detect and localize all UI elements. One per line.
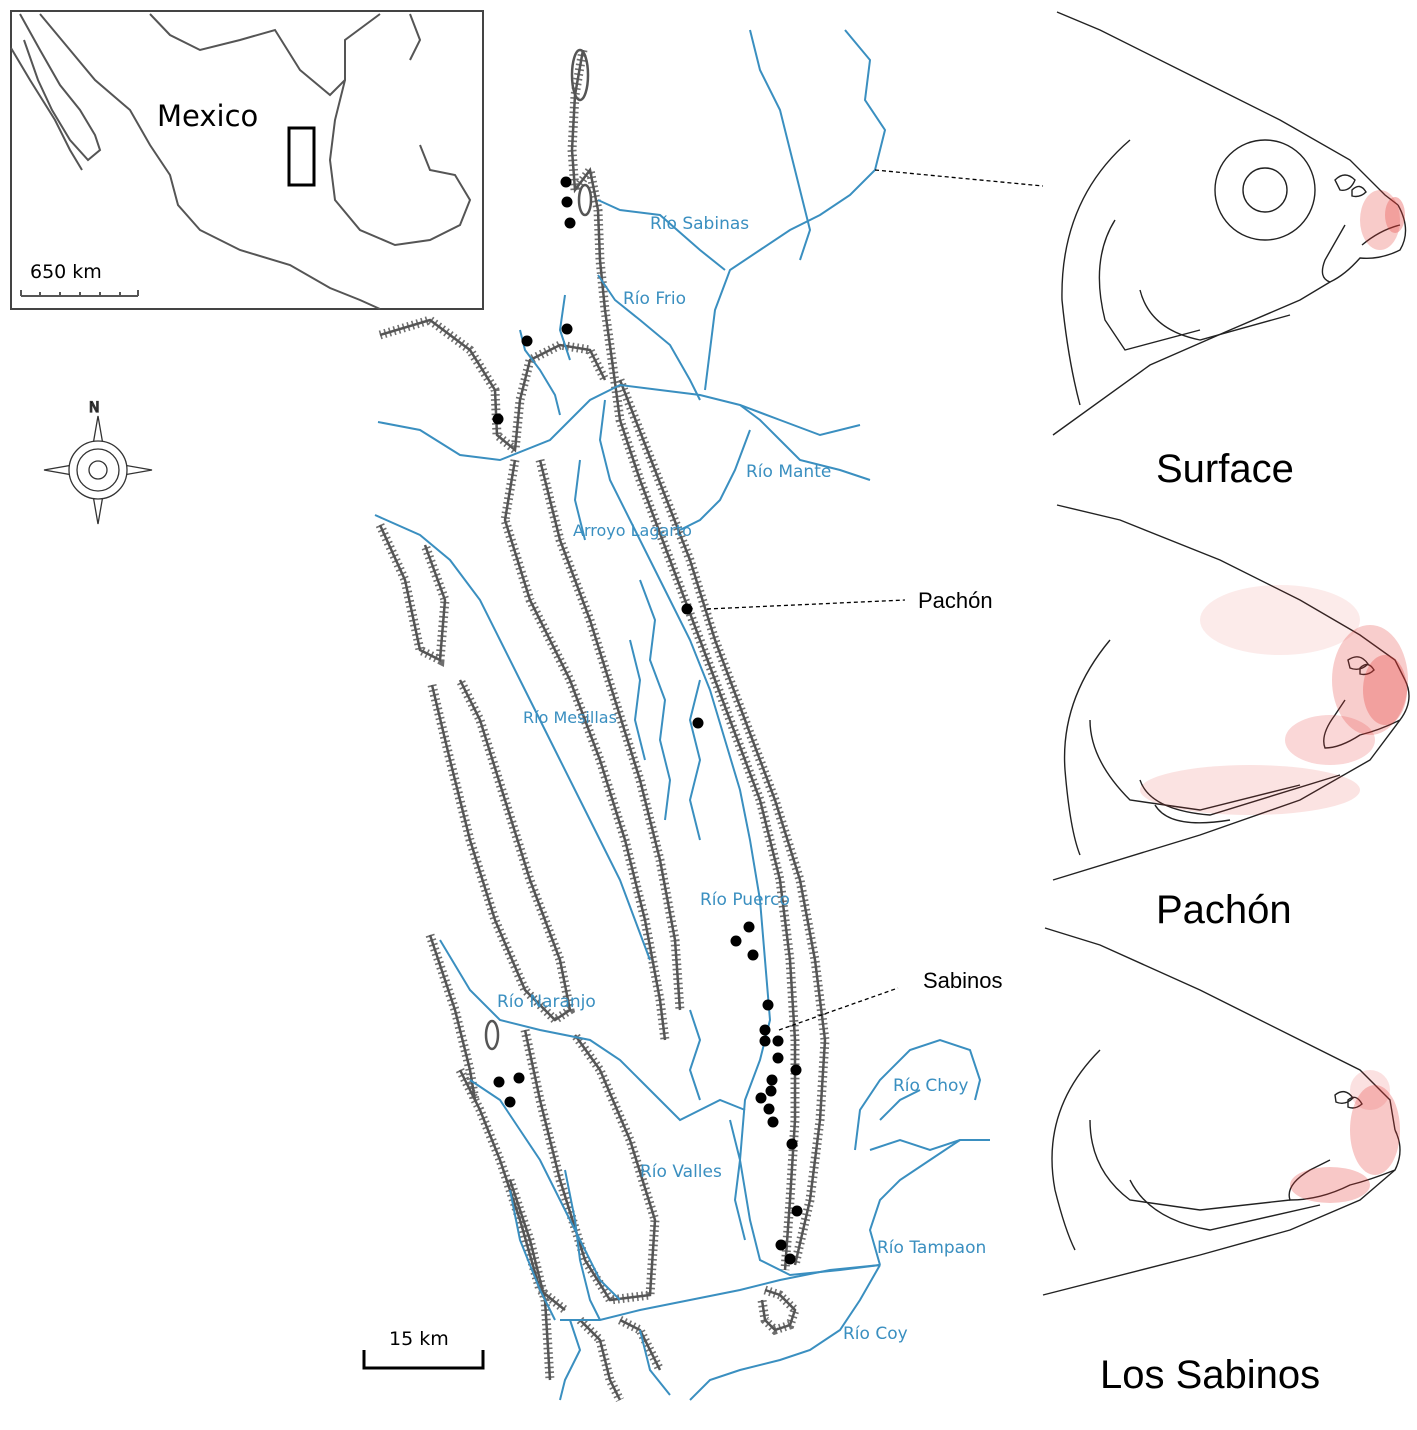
fish-head-pachon <box>1052 504 1410 881</box>
cave-site-marker <box>521 335 533 347</box>
cave-site-marker <box>759 1035 771 1047</box>
cave-site-marker <box>560 176 572 188</box>
fish-head-surface <box>1052 11 1407 436</box>
site-label-sabinos: Sabinos <box>923 968 1003 993</box>
neuromast-stipple-pachon <box>1140 585 1408 815</box>
cave-site-marker <box>513 1072 525 1084</box>
river-label-mante: Río Mante <box>746 462 831 482</box>
cave-site-marker <box>784 1253 796 1265</box>
mountain-ridges <box>375 48 830 1403</box>
inset-scale-bar <box>20 290 139 297</box>
river-label-choy: Río Choy <box>893 1076 968 1096</box>
river-label-naranjo: Río Naranjo <box>497 992 596 1012</box>
cave-site-marker <box>561 196 573 208</box>
cave-site-marker <box>743 921 755 933</box>
river-label-sabinas: Río Sabinas <box>650 214 749 234</box>
cave-site-marker <box>730 935 742 947</box>
cave-site-marker <box>786 1138 798 1150</box>
cave-site-marker <box>564 217 576 229</box>
pachon-leader-line <box>706 599 906 610</box>
site-callouts: Pachón Sabinos <box>706 169 1044 1031</box>
cave-site-marker <box>763 1103 775 1115</box>
river-label-coy: Río Coy <box>843 1324 908 1344</box>
cave-site-marker <box>790 1064 802 1076</box>
mexico-coastline <box>10 13 472 310</box>
river-label-mesillas: Río Mesillas <box>523 708 617 727</box>
inset-country-label: Mexico <box>157 99 258 133</box>
sabinos-leader-line <box>778 987 899 1031</box>
cave-sites <box>492 176 803 1265</box>
inset-map: Mexico 650 km <box>10 10 484 310</box>
neuromast-stipple-los-sabinos <box>1290 1070 1400 1203</box>
compass-north-label: N <box>89 400 99 416</box>
cave-site-marker <box>766 1074 778 1086</box>
cave-site-marker <box>762 999 774 1011</box>
cave-site-marker <box>504 1096 516 1108</box>
fish-label-pachon: Pachón <box>1156 888 1292 932</box>
study-area-box <box>287 126 316 187</box>
cave-site-marker <box>747 949 759 961</box>
surface-leader-line <box>874 169 1044 187</box>
cave-site-marker <box>692 717 704 729</box>
cave-site-marker <box>765 1085 777 1097</box>
river-labels: Río Sabinas Río Frio Río Mante Arroyo La… <box>497 214 986 1344</box>
river-label-frio: Río Frio <box>623 289 686 309</box>
neuromast-stipple-surface <box>1360 190 1405 250</box>
cave-site-marker <box>493 1076 505 1088</box>
river-label-valles: Río Valles <box>640 1162 722 1182</box>
river-label-tampaon: Río Tampaon <box>877 1238 986 1258</box>
inset-scale-label: 650 km <box>30 261 102 283</box>
cave-site-marker <box>492 413 504 425</box>
cave-site-marker <box>755 1092 767 1104</box>
map-scale-label: 15 km <box>389 1328 449 1350</box>
river-label-lagarto: Arroyo Lagarto <box>573 521 692 540</box>
cave-site-marker <box>772 1052 784 1064</box>
fish-label-surface: Surface <box>1156 447 1294 491</box>
cave-site-marker <box>767 1116 779 1128</box>
cave-site-marker <box>759 1024 771 1036</box>
cave-site-marker <box>681 603 693 615</box>
map-scale-bar: 15 km <box>362 1328 485 1370</box>
site-label-pachon: Pachón <box>918 588 993 613</box>
cave-site-marker <box>791 1205 803 1217</box>
cave-site-marker <box>775 1239 787 1251</box>
compass-rose-icon: N <box>43 399 153 525</box>
fish-label-los-sabinos: Los Sabinos <box>1100 1353 1320 1397</box>
cave-site-marker <box>561 323 573 335</box>
fish-head-los-sabinos <box>1042 927 1401 1296</box>
cave-site-marker <box>772 1035 784 1047</box>
river-label-puerco: Río Puerco <box>700 890 790 910</box>
